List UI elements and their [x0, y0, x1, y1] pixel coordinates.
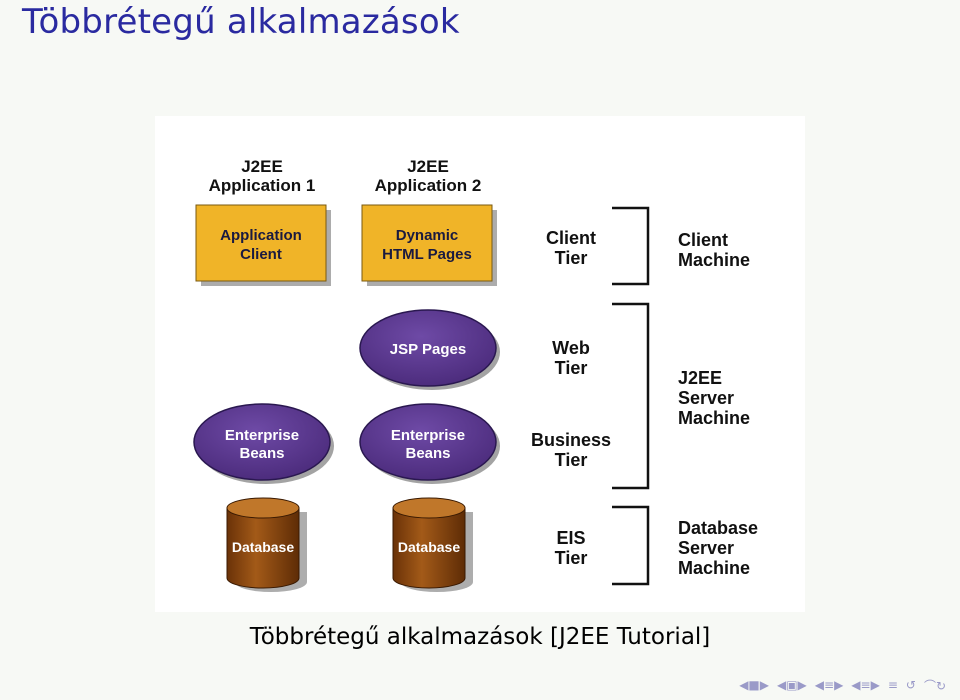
client-tier-line2: Tier [555, 248, 588, 268]
application-client-line2: Client [240, 246, 282, 263]
enterprise-beans-oval-1: Enterprise Beans [193, 403, 334, 484]
db-machine-line2: Server [678, 538, 734, 558]
figure-caption: Többrétegű alkalmazások [J2EE Tutorial] [249, 624, 711, 650]
dynamic-html-line1: Dynamic [396, 227, 459, 244]
diagram-svg: J2EE Application 1 J2EE Application 2 Ap… [193, 157, 758, 592]
beans-1-line1: Enterprise [225, 427, 299, 444]
nav-next-subsection-icon[interactable]: ≡ [887, 678, 898, 692]
client-machine-line2: Machine [678, 250, 750, 270]
db-machine-line3: Machine [678, 558, 750, 578]
nav-align-icon[interactable]: ↺ [905, 678, 916, 692]
application-client-line1: Application [220, 227, 302, 244]
database-server-machine-label: Database Server Machine [678, 518, 758, 578]
business-tier-line2: Tier [555, 450, 588, 470]
web-tier-line1: Web [552, 338, 590, 358]
web-tier-line2: Tier [555, 358, 588, 378]
nav-search-icon[interactable]: ⌒↻ [923, 678, 946, 693]
beans-1-line2: Beans [239, 445, 284, 462]
app-2-header: J2EE Application 2 [375, 157, 482, 195]
app-1-line1: J2EE [241, 157, 283, 176]
application-client-box: Application Client [195, 204, 331, 286]
beans-2-line1: Enterprise [391, 427, 465, 444]
nav-prev-section-icon[interactable]: ◀≡▶ [814, 678, 844, 692]
eis-tier-line1: EIS [556, 528, 585, 548]
nav-prev-subsection-icon[interactable]: ◀≡▶ [851, 678, 880, 692]
slide-title: Többrétegű alkalmazások [22, 2, 460, 42]
client-machine-bracket [612, 206, 650, 286]
j2ee-server-machine-label: J2EE Server Machine [678, 368, 750, 428]
business-tier-line1: Business [531, 430, 611, 450]
eis-tier-label: EIS Tier [555, 528, 588, 568]
app-2-line2: Application 2 [375, 176, 482, 195]
jsp-pages-oval: JSP Pages [359, 309, 500, 390]
client-machine-label: Client Machine [678, 230, 750, 270]
db-machine-line1: Database [678, 518, 758, 538]
server-machine-line1: J2EE [678, 368, 722, 388]
server-machine-line2: Server [678, 388, 734, 408]
enterprise-beans-oval-2: Enterprise Beans [359, 403, 500, 484]
eis-tier-line2: Tier [555, 548, 588, 568]
beamer-navigation: ◀■▶ ◀▣▶ ◀≡▶ ◀≡▶ ≡ ↺ ⌒↻ [739, 676, 946, 694]
business-tier-label: Business Tier [531, 430, 611, 470]
app-2-line1: J2EE [407, 157, 449, 176]
database-2-label: Database [398, 539, 460, 555]
database-machine-bracket [612, 505, 650, 586]
database-cylinder-1: Database [226, 497, 307, 592]
client-machine-line1: Client [678, 230, 728, 250]
dynamic-html-line2: HTML Pages [382, 246, 472, 263]
nav-first-icon[interactable]: ◀■▶ [739, 678, 769, 692]
nav-prev-frame-icon[interactable]: ◀▣▶ [776, 678, 807, 692]
beans-2-line2: Beans [405, 445, 450, 462]
app-1-header: J2EE Application 1 [209, 157, 316, 195]
jsp-pages-label: JSP Pages [390, 341, 466, 358]
database-cylinder-2: Database [392, 497, 473, 592]
client-tier-label: Client Tier [546, 228, 596, 268]
server-machine-line3: Machine [678, 408, 750, 428]
database-1-label: Database [232, 539, 294, 555]
dynamic-html-pages-box: Dynamic HTML Pages [361, 204, 497, 286]
client-tier-line1: Client [546, 228, 596, 248]
app-1-line2: Application 1 [209, 176, 316, 195]
server-machine-bracket [612, 302, 650, 490]
j2ee-architecture-diagram: J2EE Application 1 J2EE Application 2 Ap… [155, 116, 805, 612]
web-tier-label: Web Tier [552, 338, 590, 378]
